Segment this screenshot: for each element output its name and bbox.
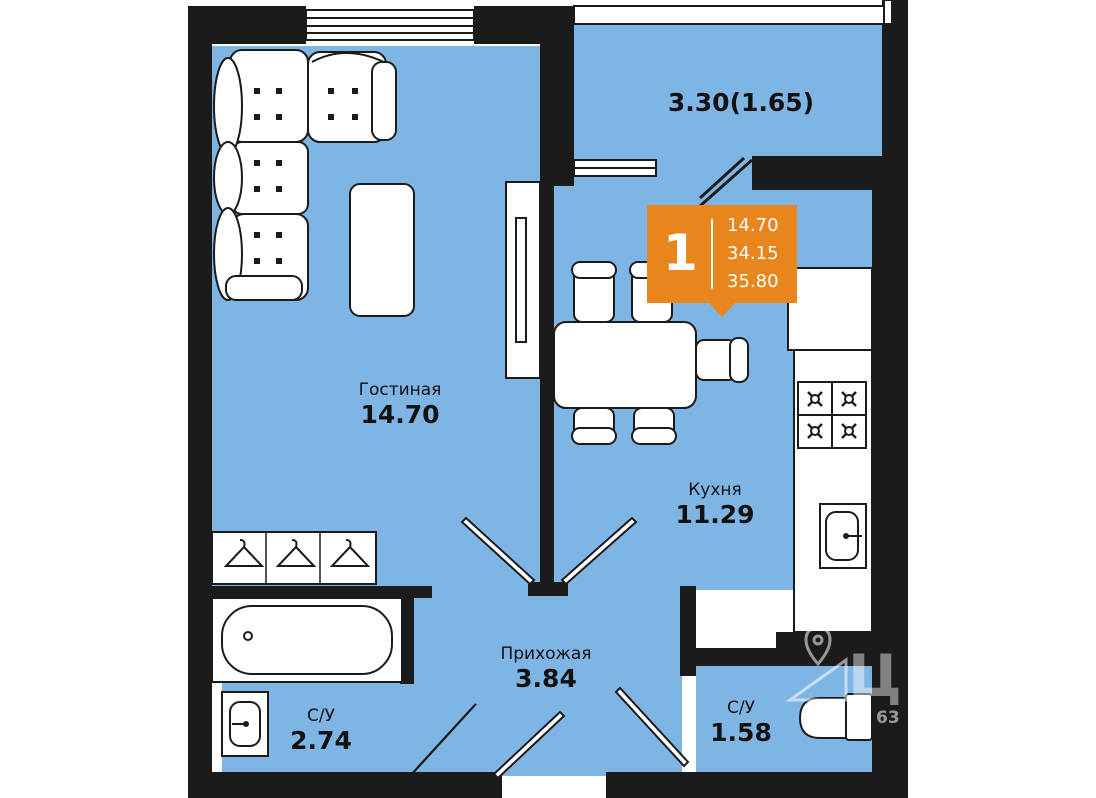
living-room-label: Гостиная 14.70 <box>330 380 470 430</box>
wall-bottom-right <box>606 772 908 798</box>
watermark-id: 63 <box>876 708 900 728</box>
badge-total-area: 34.15 <box>727 243 779 264</box>
stove-icon <box>797 381 867 449</box>
bathroom-right-label: С/У 1.58 <box>696 698 786 748</box>
walls <box>188 0 908 798</box>
sofa-icon <box>213 49 397 301</box>
hall-floor <box>430 586 682 776</box>
living-room-name: Гостиная <box>358 380 442 400</box>
door-swing-icon <box>698 156 753 208</box>
wall-hall-left <box>210 586 432 598</box>
kitchen-sink-icon <box>819 503 867 569</box>
hanger-icon <box>223 539 371 567</box>
kitchen-area: 11.29 <box>675 500 755 529</box>
badge-pointer <box>709 303 735 317</box>
wall-kitchen-right <box>872 160 908 790</box>
bathroom-left-area: 2.74 <box>290 726 352 755</box>
wall-living-kitchen <box>540 6 574 186</box>
rooms-count: 1 <box>663 224 698 282</box>
windows <box>305 0 893 177</box>
bathroom-left-name: С/У <box>307 706 335 726</box>
hall-label: Прихожая 3.84 <box>476 644 616 694</box>
washbasin-icon <box>221 691 269 757</box>
wall-top-left <box>188 6 306 44</box>
bathroom-right-area: 1.58 <box>710 718 772 747</box>
dining-table-icon <box>553 321 697 409</box>
area-badge: 1 14.70 34.15 35.80 <box>647 205 797 317</box>
watermark-brand: ЦИАН <box>848 642 1048 710</box>
balcony-floor <box>572 24 884 164</box>
tv-stand-icon <box>505 181 541 379</box>
balcony-corner <box>883 0 893 25</box>
wall-hall-post <box>528 582 568 596</box>
bathroom-right-name: С/У <box>727 698 755 718</box>
kitchen-name: Кухня <box>688 480 742 500</box>
wall-bath-left-divider <box>400 598 414 684</box>
living-room-area: 14.70 <box>360 400 440 429</box>
kitchen-label: Кухня 11.29 <box>650 480 780 530</box>
coffee-table-icon <box>349 183 415 317</box>
wall-living-kitchen-lower <box>540 186 554 590</box>
hall-name: Прихожая <box>500 644 592 664</box>
wall-kitchen-top <box>752 156 882 190</box>
wall-kitchen-bath <box>680 648 882 666</box>
balcony-label: 3.30(1.65) <box>666 88 816 118</box>
location-pin-icon <box>785 626 848 702</box>
wardrobe <box>211 531 377 585</box>
wall-kitchen-cabinet-base <box>776 632 876 650</box>
balcony-area: 3.30(1.65) <box>667 88 815 117</box>
badge-total-with-balcony: 35.80 <box>727 271 779 292</box>
sofa-buttons <box>254 88 358 264</box>
door-swing-icon <box>407 516 690 780</box>
bathtub-icon <box>211 597 403 683</box>
wall-bottom-left <box>188 772 502 798</box>
bathroom-left-label: С/У 2.74 <box>276 706 366 756</box>
badge-living-area: 14.70 <box>727 215 779 236</box>
window-balcony <box>573 5 885 25</box>
hall-area: 3.84 <box>515 664 577 693</box>
wall-left-outer <box>188 6 212 798</box>
badge-separator <box>711 219 713 289</box>
kitchen-counter <box>787 267 873 633</box>
